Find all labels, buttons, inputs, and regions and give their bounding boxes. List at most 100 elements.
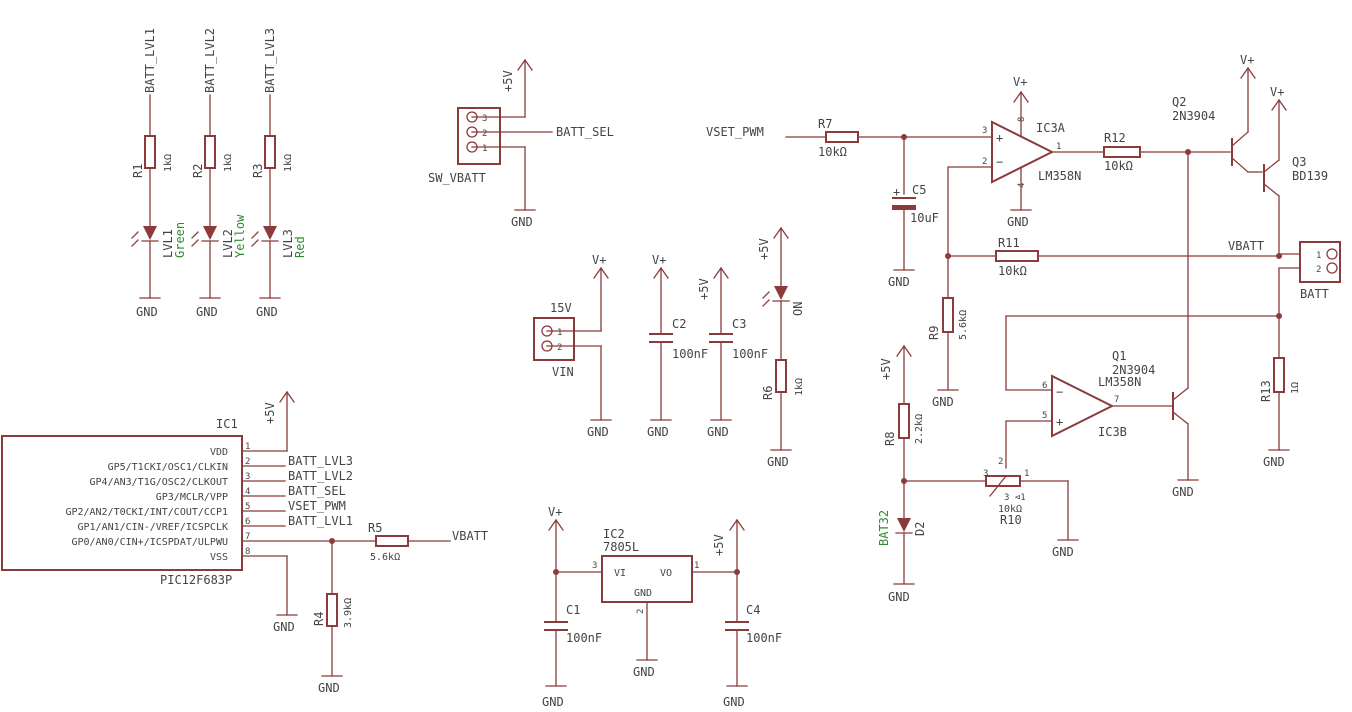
r13-name: R13 <box>1259 380 1273 402</box>
on-supply: +5V <box>757 238 771 260</box>
resistor-r6 <box>775 359 787 393</box>
vin-vplus: V+ <box>592 253 606 267</box>
r2-name: R2 <box>191 164 205 178</box>
ic1-pin4-label: GP3/MCLR/VPP <box>156 492 228 503</box>
c2-value: 100nF <box>672 347 708 361</box>
led-on <box>774 286 788 300</box>
lvl2-color: Yellow <box>233 214 247 258</box>
ic1-pin5-num: 5 <box>245 502 250 512</box>
connector-batt: VBATT 1 2 BATT <box>1228 239 1341 319</box>
resistor-r1 <box>144 135 156 169</box>
d2-part: BAT32 <box>877 510 891 546</box>
ic3b-minus: − <box>1056 385 1063 399</box>
r9-value: 5.6kΩ <box>958 310 969 340</box>
r10-pin2: 2 <box>998 457 1003 467</box>
r1-value: 1kΩ <box>163 154 174 172</box>
on-led-name: ON <box>791 302 805 316</box>
q1-name: Q1 <box>1112 349 1126 363</box>
c5-plus: + <box>893 185 900 199</box>
ic1-part: PIC12F683P <box>160 573 232 587</box>
r12-value: 10kΩ <box>1104 159 1133 173</box>
ic3a-pin8: 8 <box>1017 117 1027 122</box>
vin-pin-2: 2 <box>557 343 562 353</box>
ic3b-plus: + <box>1056 415 1063 429</box>
c4-name: C4 <box>746 603 760 617</box>
lvl3-name: LVL3 <box>281 229 295 258</box>
vset-pwm-label: VSET_PWM <box>706 125 764 139</box>
resistor-r4 <box>326 593 338 627</box>
d2-gnd: GND <box>888 590 910 604</box>
c3-name: C3 <box>732 317 746 331</box>
ic1-pin8-label: VSS <box>210 552 228 563</box>
ic1-net-pwm: VSET_PWM <box>288 499 346 513</box>
resistor-r7 <box>825 131 859 143</box>
gnd-label-1: GND <box>136 305 158 319</box>
led-lvl2 <box>203 226 217 240</box>
r8-supply: +5V <box>879 358 893 380</box>
gnd-label-3: GND <box>256 305 278 319</box>
r4-name: R4 <box>312 612 326 626</box>
q1-part: 2N3904 <box>1112 363 1155 377</box>
led-indicators: BATT_LVL1 R1 1kΩ LVL1 Green GND BATT_LVL… <box>131 28 307 319</box>
ic2-part: 7805L <box>603 540 639 554</box>
ic1-microcontroller: IC1 PIC12F683P VDD GP5/T1CKI/OSC1/CLKIN … <box>1 390 377 634</box>
ic1-gnd: GND <box>273 620 295 634</box>
q3-name: Q3 <box>1292 155 1306 169</box>
c1-vplus: V+ <box>548 505 562 519</box>
reference-r8-d2-r10: +5V R8 2.2kΩ 3 2 1 3 ⊲1 10kΩ R10 GND BAT… <box>877 344 1079 604</box>
r9-gnd: GND <box>932 395 954 409</box>
ic1-pin7-num: 7 <box>245 532 250 542</box>
ic2-vo: VO <box>660 568 672 579</box>
ic2-pin-in: 3 <box>592 561 597 571</box>
q3-vplus: V+ <box>1270 85 1284 99</box>
ic1-pin4-num: 4 <box>245 487 250 497</box>
on-led-group: +5V ON R6 1kΩ GND <box>757 226 805 469</box>
led-lvl1 <box>143 226 157 240</box>
ic1-pin3-num: 3 <box>245 472 250 482</box>
ic1-net-sel: BATT_SEL <box>288 484 346 498</box>
lvl3-color: Red <box>293 236 307 258</box>
r7-name: R7 <box>818 117 832 131</box>
ic1-pin2-label: GP5/T1CKI/OSC1/CLKIN <box>108 462 228 473</box>
r12-name: R12 <box>1104 131 1126 145</box>
ic3a-plus: + <box>996 131 1003 145</box>
resistor-r8 <box>898 403 910 439</box>
r5-net-vbatt: VBATT <box>452 529 488 543</box>
capacitor-c3: +5V C3 100nF GND <box>697 266 768 439</box>
led-lvl3 <box>263 226 277 240</box>
ic3b-name: IC3B <box>1098 425 1127 439</box>
ic1-pin2-num: 2 <box>245 457 250 467</box>
lvl2-name: LVL2 <box>221 229 235 258</box>
ic3a-pin1: 1 <box>1056 142 1061 152</box>
gnd-label-2: GND <box>196 305 218 319</box>
r10-value: 10kΩ <box>998 504 1022 515</box>
net-label-batt-lvl1: BATT_LVL1 <box>143 28 157 93</box>
ic1-supply: +5V <box>263 402 277 424</box>
r4-value: 3.9kΩ <box>343 598 354 628</box>
transistors-q2-q3: Q2 2N3904 V+ Q3 BD139 V+ <box>1172 53 1328 257</box>
r10-pin3: 3 <box>983 469 988 479</box>
r5-value: 5.6kΩ <box>370 552 400 563</box>
r6-name: R6 <box>761 386 775 400</box>
on-gnd: GND <box>767 455 789 469</box>
batt-name: BATT <box>1300 287 1329 301</box>
sw-supply-label: +5V <box>501 70 515 92</box>
q3-part: BD139 <box>1292 169 1328 183</box>
batt-pin-2: 2 <box>1316 265 1321 275</box>
ic1-net-lvl2: BATT_LVL2 <box>288 469 353 483</box>
sw-gnd: GND <box>511 215 533 229</box>
c2-gnd: GND <box>647 425 669 439</box>
resistor-r11 <box>995 250 1039 262</box>
ic1-net-lvl3: BATT_LVL3 <box>288 454 353 468</box>
ic3b-pin5: 5 <box>1042 411 1047 421</box>
ic2-pin-gnd: 2 <box>636 609 646 614</box>
ic3b-part: LM358N <box>1098 375 1141 389</box>
ic1-pin6-num: 6 <box>245 517 250 527</box>
potentiometer-r10 <box>985 475 1021 487</box>
q2-name: Q2 <box>1172 95 1186 109</box>
r13-gnd: GND <box>1263 455 1285 469</box>
c4-gnd: GND <box>723 695 745 709</box>
batt-pin-1: 1 <box>1316 251 1321 261</box>
resistor-r9 <box>942 297 954 333</box>
r3-name: R3 <box>251 164 265 178</box>
